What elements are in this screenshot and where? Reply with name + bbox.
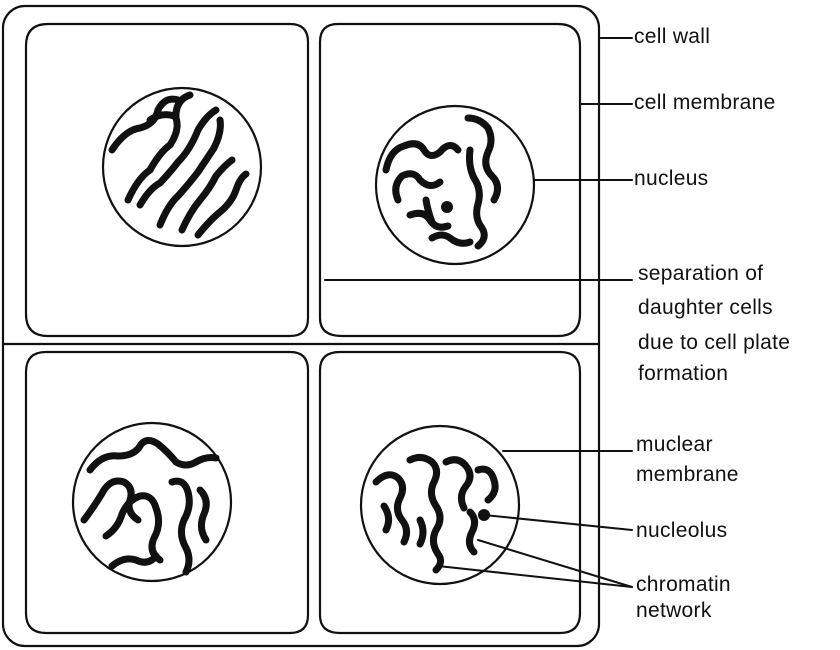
chromatin-bottom-right	[376, 457, 495, 570]
label-nuclear-membrane-line-2: membrane	[636, 462, 739, 488]
cell-membrane-bottom-left	[26, 352, 308, 633]
cell-membrane-bottom-right	[320, 352, 580, 633]
label-separation-line-3: due to cell plate	[638, 330, 790, 356]
label-separation-line-1: separation of	[638, 261, 763, 287]
leader-chromatin-2	[478, 540, 632, 587]
nucleolus-dot-top-right	[441, 201, 453, 213]
label-cell-wall: cell wall	[634, 24, 710, 50]
leader-nucleolus	[484, 515, 632, 530]
label-separation-line-4: formation	[638, 361, 728, 387]
chromatin-top-right	[386, 118, 498, 246]
label-nuclear-membrane-line-1: muclear	[636, 432, 713, 458]
leader-chromatin-1	[438, 566, 632, 587]
label-nucleolus: nucleolus	[636, 518, 727, 544]
label-chromatin-line-2: network	[636, 598, 712, 624]
chromatin-top-left	[112, 95, 246, 235]
label-nucleus: nucleus	[634, 166, 708, 192]
label-separation-line-2: daughter cells	[638, 295, 773, 321]
label-chromatin-line-1: chromatin	[636, 572, 731, 598]
chromatin-bottom-left	[84, 440, 216, 572]
label-cell-membrane: cell membrane	[634, 90, 776, 116]
cell-plate-dashes	[308, 48, 320, 608]
